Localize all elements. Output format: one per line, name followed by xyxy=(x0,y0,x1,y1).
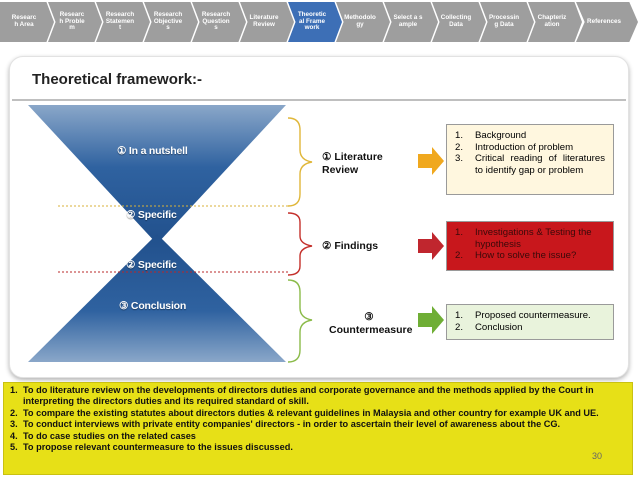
list-item: 2.Introduction of problem xyxy=(455,141,574,153)
bracket-countermeasure xyxy=(287,279,313,363)
arrow-right-icon xyxy=(418,306,444,334)
nav-item-processing-data[interactable]: Processing Data xyxy=(480,2,534,42)
nav-item-research-statement[interactable]: Research Statemen t xyxy=(96,2,150,42)
detail-box-literature-review: 1.Background 2.Introduction of problem 3… xyxy=(446,124,614,195)
arrow-right-icon xyxy=(418,232,444,260)
objective-item: 4.To do case studies on the related case… xyxy=(10,430,196,441)
arrow-right-icon xyxy=(418,147,444,175)
nav-item-collecting-data[interactable]: Collecting Data xyxy=(432,2,486,42)
row-label-literature-review: ① Literature Review xyxy=(322,151,383,176)
hourglass-label-specific-lower: ② Specific xyxy=(126,259,177,271)
nav-item-references[interactable]: References xyxy=(576,2,638,42)
hourglass-label-in-a-nutshell: ① In a nutshell xyxy=(117,145,188,157)
nav-item-methodology[interactable]: Methodology xyxy=(336,2,390,42)
hourglass-label-conclusion: ③ Conclusion xyxy=(119,300,187,312)
objective-item: 5.To propose relevant countermeasure to … xyxy=(10,442,293,453)
nav-item-select-sample[interactable]: Select a sample xyxy=(384,2,438,42)
bracket-literature xyxy=(287,117,313,207)
row-label-findings: ② Findings xyxy=(322,240,379,252)
page-number: 30 xyxy=(592,451,603,461)
slide-title: Theoretical framework:- xyxy=(32,71,203,88)
nav-item-research-objectives[interactable]: Research Objective s xyxy=(144,2,198,42)
section-nav-bar: Researc h Area Researc h Problem Researc… xyxy=(0,0,638,46)
row-label-countermeasure: ③ Countermeasure xyxy=(329,311,413,336)
list-item: 1.Proposed countermeasure. xyxy=(455,310,591,321)
detail-box-countermeasure: 1.Proposed countermeasure. 2.Conclusion xyxy=(446,304,614,340)
bracket-findings xyxy=(287,212,313,276)
list-item: 1.Background xyxy=(455,130,527,141)
list-item: 2.Conclusion xyxy=(455,321,523,333)
list-item: 1.Investigations & Testing the hypothesi… xyxy=(455,227,592,250)
nav-item-chapterization[interactable]: Chapterization xyxy=(528,2,582,42)
objective-item: 1.To do literature review on the develop… xyxy=(10,385,594,407)
objective-item: 3.To conduct interviews with private ent… xyxy=(10,419,561,430)
list-item: 2.How to solve the issue? xyxy=(455,250,577,262)
hourglass-top-triangle xyxy=(28,105,286,244)
nav-item-research-area[interactable]: Researc h Area xyxy=(0,2,54,42)
list-item: 3.Critical reading of literatures to ide… xyxy=(455,153,605,177)
hourglass-bottom-triangle xyxy=(28,234,286,362)
detail-box-findings: 1.Investigations & Testing the hypothesi… xyxy=(446,221,614,271)
nav-item-research-questions[interactable]: Research Question s xyxy=(192,2,246,42)
hourglass-label-specific-upper: ② Specific xyxy=(126,209,177,221)
nav-item-research-problem[interactable]: Researc h Problem xyxy=(48,2,102,42)
objective-item: 2.To compare the existing statutes about… xyxy=(10,407,599,418)
title-divider xyxy=(12,99,626,101)
research-objectives-box: 1.To do literature review on the develop… xyxy=(3,382,633,475)
nav-item-literature-review[interactable]: Literature Review xyxy=(240,2,294,42)
nav-item-theoretical-framework[interactable]: Theoretical Framework xyxy=(288,2,342,42)
